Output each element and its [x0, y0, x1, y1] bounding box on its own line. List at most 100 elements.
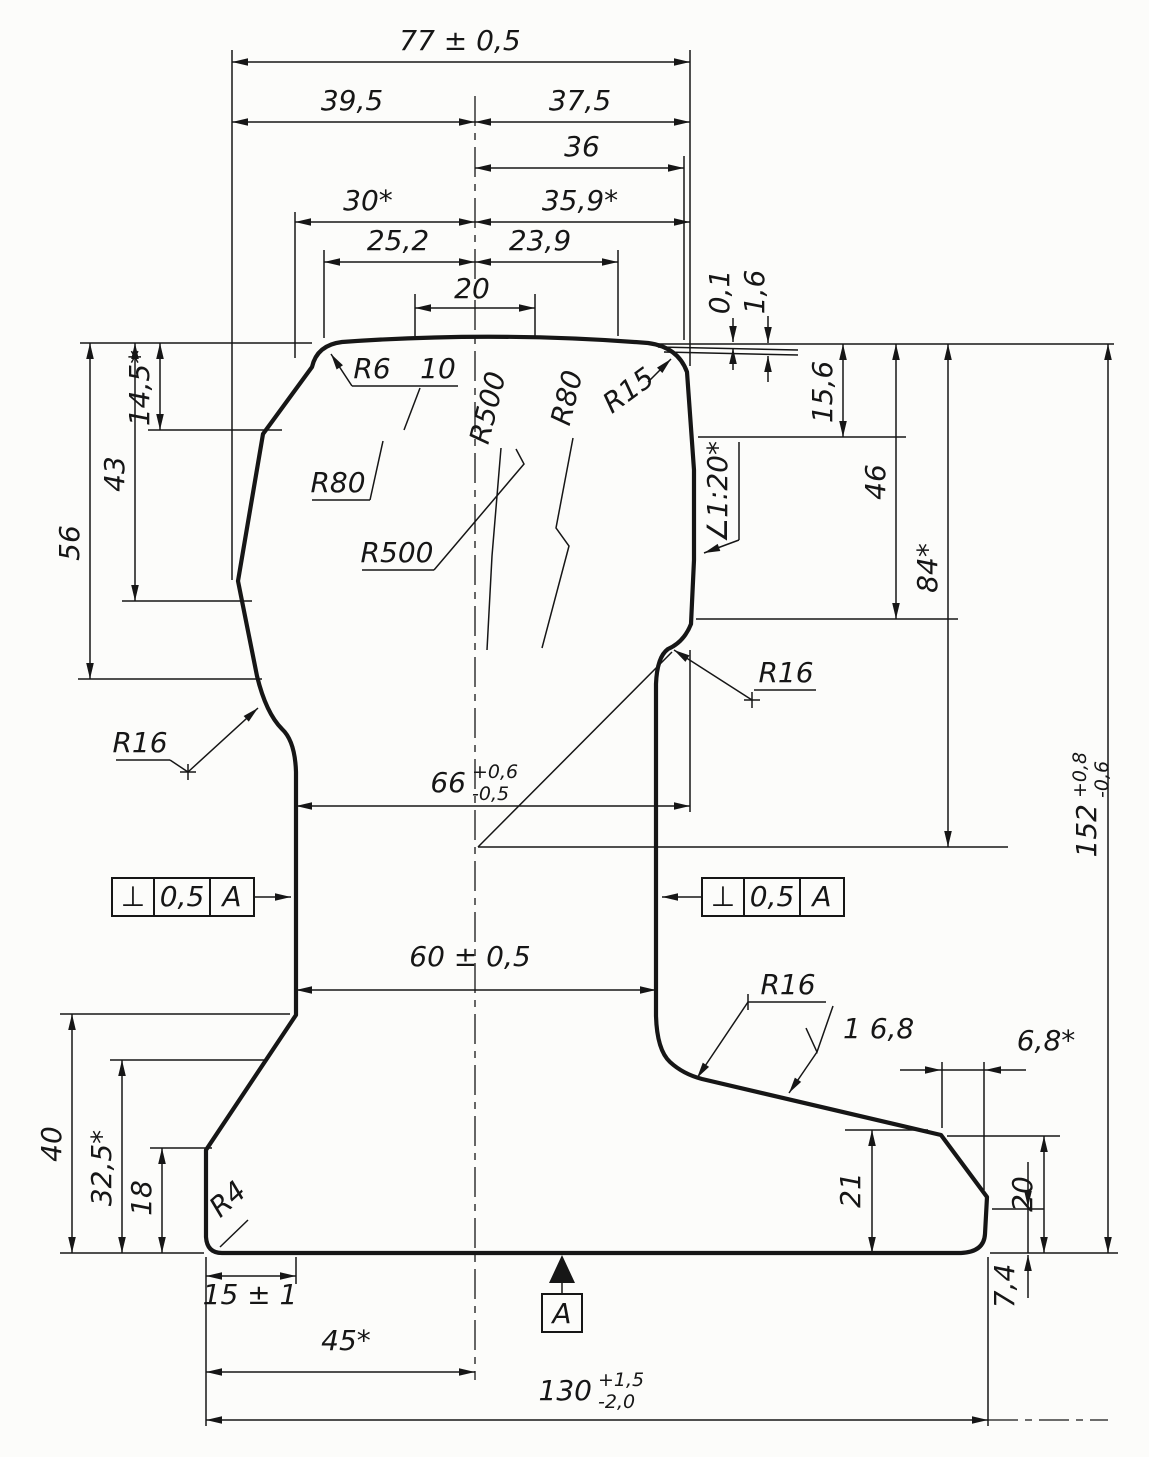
dim-0-1-label: 0,1: [703, 270, 736, 315]
dim-46-label: 46: [859, 464, 892, 500]
dim-14-5: 14,5*: [123, 343, 164, 430]
callout-r16-right-upper-label: R16: [758, 656, 813, 689]
dim-32-5-label: 32,5*: [85, 1130, 118, 1206]
dim-37-5-label: 37,5: [549, 84, 611, 117]
dim-130-tol-plus: +1,5: [598, 1369, 644, 1391]
callout-r500-side: R500: [361, 448, 525, 571]
dim-21-label: 21: [834, 1172, 867, 1208]
dim-152: 152 +0,8 -0,6: [1069, 344, 1113, 1253]
dim-43-label: 43: [98, 456, 131, 492]
dim-84-label: 84*: [911, 543, 944, 593]
dim-152-tol-plus: +0,8: [1069, 752, 1091, 798]
tolerance-datum: A: [810, 880, 831, 913]
dim-0-1: 0,1: [703, 270, 737, 370]
dim-39-5: 39,5: [232, 84, 475, 126]
datum-triangle-icon: [549, 1255, 575, 1283]
callout-r80-crown-label: R80: [544, 367, 589, 428]
callout-r15: R15: [596, 358, 672, 420]
dim-20-right-label: 20: [1006, 1176, 1039, 1212]
dim-36-label: 36: [564, 130, 600, 163]
dim-35-9-label: 35,9*: [542, 184, 618, 217]
dim-45-label: 45*: [321, 1324, 371, 1357]
surface-finish-icon: [805, 1005, 834, 1055]
dim-25-2: 25,2: [324, 224, 475, 266]
dim-18: 18: [125, 1148, 166, 1253]
dim-6-8-label: 6,8*: [1017, 1024, 1076, 1057]
dim-21: 21: [834, 1130, 876, 1253]
dim-60: 60 ± 0,5: [296, 940, 656, 994]
callout-r500-side-label: R500: [361, 536, 434, 569]
dim-7-4: 7,4: [988, 1162, 1032, 1309]
callout-r16-right-upper: R16: [477, 649, 816, 848]
dim-56-label: 56: [53, 525, 86, 561]
extension-lines: [60, 50, 1118, 1426]
centerlines: [474, 96, 1108, 1421]
callout-r80-side: R80: [310, 440, 384, 501]
dim-18-label: 18: [125, 1180, 158, 1216]
callout-r500-crown: R500: [463, 368, 513, 651]
dim-130-label: 130: [539, 1374, 592, 1407]
dim-30: 30*: [295, 184, 475, 226]
dim-130-tol-minus: -2,0: [598, 1391, 635, 1413]
dim-15-6: 15,6: [806, 344, 847, 437]
callout-r80-crown: R80: [541, 367, 589, 649]
dim-15: 15 ± 1: [203, 1272, 298, 1311]
dim-130: 130 +1,5 -2,0: [206, 1369, 988, 1424]
dim-66: 66 +0,6 -0,5: [296, 761, 690, 810]
dim-15-6-label: 15,6: [806, 361, 839, 423]
datum-flag: A: [541, 1255, 583, 1333]
perpendicularity-icon: ⊥: [121, 880, 145, 913]
callout-surface-finish: 1 6,8: [788, 1005, 914, 1094]
dim-25-2-label: 25,2: [367, 224, 429, 257]
dim-20-right: 20: [1006, 1136, 1048, 1253]
tolerance-value: 0,5: [750, 880, 795, 913]
callout-r16-left-label: R16: [112, 726, 167, 759]
dim-15-label: 15 ± 1: [203, 1278, 298, 1311]
dim-20-top: 20: [415, 272, 535, 312]
dim-66-label: 66: [430, 766, 466, 799]
dim-152-label: 152: [1070, 804, 1103, 857]
dim-36: 36: [475, 130, 684, 172]
dim-77-label: 77 ± 0,5: [399, 24, 520, 57]
dim-66-tol-minus: -0,5: [472, 783, 509, 805]
dim-23-9: 23,9: [475, 224, 618, 266]
tolerance-frame-left: ⊥ 0,5 A: [111, 877, 291, 917]
callout-taper-1-20: ∠1:20*: [701, 441, 740, 554]
callout-r80-side-label: R80: [310, 466, 365, 499]
dim-40: 40: [35, 1014, 76, 1253]
callout-r6: R6: [330, 352, 458, 387]
dim-152-tol-minus: -0,6: [1091, 761, 1113, 798]
dim-66-tol-plus: +0,6: [472, 761, 518, 783]
callout-r16-left: R16: [112, 707, 259, 780]
dim-77: 77 ± 0,5: [232, 24, 690, 66]
rail-profile-outline: [203, 334, 990, 1256]
dim-1-6-label: 1,6: [738, 270, 771, 315]
dim-20-top-label: 20: [454, 272, 490, 305]
dim-32-5: 32,5*: [85, 1060, 126, 1253]
callout-r16-right-lower-label: R16: [760, 968, 815, 1001]
dim-6-8: 6,8*: [900, 1024, 1076, 1074]
callout-r15-label: R15: [596, 361, 660, 420]
dim-46: 46: [859, 344, 900, 619]
callout-r4: R4: [203, 1174, 253, 1248]
dim-60-label: 60 ± 0,5: [409, 940, 530, 973]
dim-35-9: 35,9*: [475, 184, 690, 226]
dim-43: 43: [98, 343, 139, 601]
datum-label: A: [550, 1297, 571, 1330]
dim-14-5-label: 14,5*: [123, 350, 156, 426]
callout-10: 10: [403, 352, 456, 431]
callout-r6-label: R6: [353, 352, 390, 385]
dim-39-5-label: 39,5: [321, 84, 383, 117]
dim-84: 84*: [911, 344, 952, 847]
dim-1-6: 1,6: [738, 270, 772, 382]
callout-taper-label: ∠1:20*: [701, 441, 734, 543]
dim-7-4-label: 7,4: [988, 1264, 1021, 1309]
surface-finish-label: 1 6,8: [843, 1012, 914, 1045]
dim-30-label: 30*: [343, 184, 393, 217]
dim-37-5: 37,5: [475, 84, 690, 126]
tolerance-datum: A: [220, 880, 241, 913]
callout-10-label: 10: [420, 352, 456, 385]
dim-56: 56: [53, 343, 94, 679]
